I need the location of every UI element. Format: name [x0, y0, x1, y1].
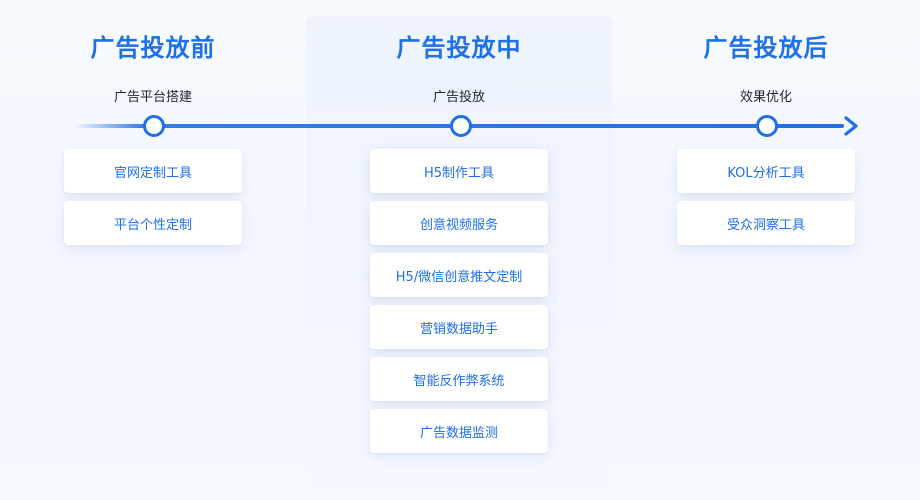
stage-during-ad: 广告投放中 广告投放 H5制作工具 创意视频服务 H5/微信创意推文定制 营销数…: [370, 0, 548, 500]
circle-node-icon: [450, 115, 472, 137]
circle-node-icon: [756, 115, 778, 137]
tool-list: KOL分析工具 受众洞察工具: [677, 149, 855, 253]
circle-node-icon: [143, 115, 165, 137]
tool-card[interactable]: H5/微信创意推文定制: [370, 253, 548, 297]
stage-subtitle: 效果优化: [739, 90, 792, 105]
arrow-right-icon: [844, 116, 858, 136]
tool-card[interactable]: 智能反作弊系统: [370, 357, 548, 401]
stage-subtitle: 广告平台搭建: [113, 90, 192, 105]
tool-card[interactable]: 官网定制工具: [64, 149, 242, 193]
tool-card[interactable]: 营销数据助手: [370, 305, 548, 349]
stage-subtitle: 广告投放: [432, 90, 485, 105]
tool-card[interactable]: 受众洞察工具: [677, 201, 855, 245]
tool-card[interactable]: 创意视频服务: [370, 201, 548, 245]
tool-card[interactable]: KOL分析工具: [677, 149, 855, 193]
stage-title: 广告投放中: [396, 34, 522, 62]
tool-card[interactable]: H5制作工具: [370, 149, 548, 193]
tool-list: 官网定制工具 平台个性定制: [64, 149, 242, 253]
stage-before-ad: 广告投放前 广告平台搭建 官网定制工具 平台个性定制: [64, 0, 242, 500]
tool-card[interactable]: 平台个性定制: [64, 201, 242, 245]
tool-card[interactable]: 广告数据监测: [370, 409, 548, 453]
tool-list: H5制作工具 创意视频服务 H5/微信创意推文定制 营销数据助手 智能反作弊系统…: [370, 149, 548, 461]
stage-title: 广告投放前: [90, 34, 216, 62]
stage-title: 广告投放后: [703, 34, 829, 62]
stage-after-ad: 广告投放后 效果优化 KOL分析工具 受众洞察工具: [677, 0, 855, 500]
